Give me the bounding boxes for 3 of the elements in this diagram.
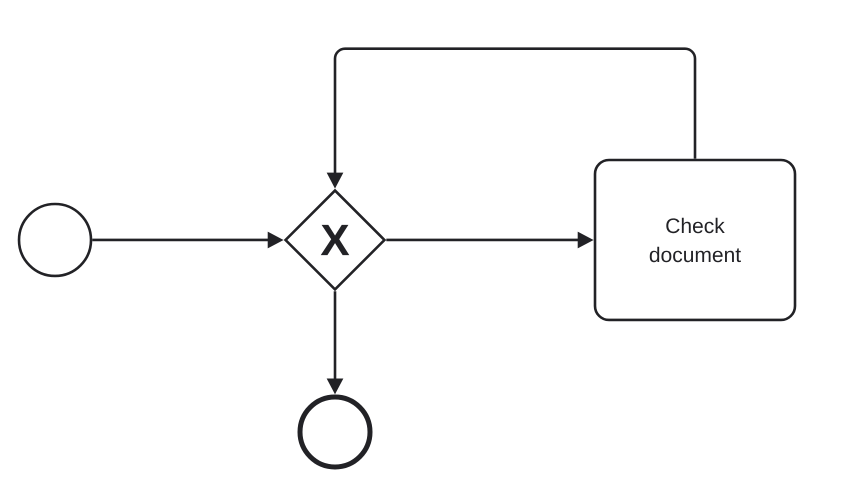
start-event-circle <box>18 202 92 278</box>
end-event-circle <box>298 394 372 470</box>
task-box: Check document <box>594 158 796 322</box>
